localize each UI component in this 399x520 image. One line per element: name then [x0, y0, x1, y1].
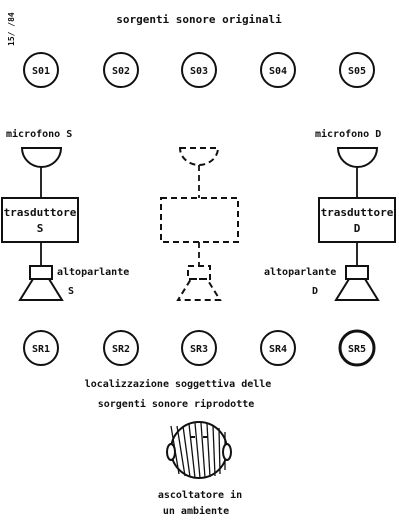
source-circle: [260, 52, 296, 88]
right-speaker-label: altoparlante: [264, 267, 336, 278]
original-source-3: S03: [181, 52, 217, 88]
source-circle: [181, 52, 217, 88]
left-microphone-label: microfono S: [6, 128, 72, 140]
source-circle: [23, 52, 59, 88]
source-label: S02: [112, 66, 130, 77]
source-label: SR1: [32, 344, 50, 355]
left-speaker-side: S: [68, 286, 74, 297]
source-circle: [338, 329, 376, 367]
left-speaker-magnet: [29, 265, 53, 280]
side-note: 15/ /84: [7, 12, 16, 46]
source-label: S03: [190, 66, 208, 77]
source-label: S01: [32, 66, 50, 77]
left-chain: microfono S trasduttore S altoparlante S: [1, 128, 129, 301]
right-microphone-label: microfono D: [315, 128, 381, 140]
source-circle: [103, 52, 139, 88]
reproduced-source-4: SR4: [260, 330, 296, 366]
left-speaker-label: altoparlante: [57, 267, 129, 278]
source-circle: [260, 330, 296, 366]
listener-caption-line-1: ascoltatore in: [158, 489, 242, 501]
left-speaker-icon: [18, 278, 64, 301]
right-transducer-label: trasduttore: [321, 206, 394, 219]
phantom-transducer-box: [160, 197, 239, 243]
source-label: SR3: [190, 344, 208, 355]
listener-caption-line-2: un ambiente: [163, 505, 229, 517]
source-label: SR2: [112, 344, 130, 355]
right-speaker-side: D: [312, 286, 318, 297]
reproduced-sources-row: SR1 SR2 SR3 SR4 SR5: [23, 329, 376, 367]
right-microphone-icon: [336, 147, 379, 168]
right-chain: microfono D trasduttore D altoparlante D: [264, 128, 396, 301]
source-label: S04: [269, 66, 287, 77]
source-label: SR5: [348, 344, 366, 355]
reproduced-source-1: SR1: [23, 330, 59, 366]
left-transducer-box: [1, 197, 79, 243]
left-microphone-icon: [20, 147, 63, 168]
phantom-microphone-icon: [178, 147, 220, 166]
right-transducer-side: D: [354, 222, 361, 235]
reproduced-source-5: SR5: [338, 329, 376, 367]
original-source-5: S05: [339, 52, 375, 88]
source-label: S05: [348, 66, 366, 77]
original-source-4: S04: [260, 52, 296, 88]
left-transducer-side: S: [37, 222, 44, 235]
source-circle: [181, 330, 217, 366]
right-speaker-icon: [334, 278, 380, 301]
caption-line-1: localizzazione soggettiva delle: [85, 378, 272, 390]
caption-line-2: sorgenti sonore riprodotte: [98, 398, 255, 410]
original-sources-row: S01 S02 S03 S04 S05: [23, 52, 375, 88]
phantom-center-chain: [160, 147, 239, 301]
reproduced-source-2: SR2: [103, 330, 139, 366]
phantom-speaker-icon: [176, 278, 222, 301]
left-transducer-label: trasduttore: [4, 206, 77, 219]
listener-head-icon: [166, 421, 232, 479]
right-speaker-magnet: [345, 265, 369, 280]
source-circle: [103, 330, 139, 366]
source-circle: [339, 52, 375, 88]
original-source-1: S01: [23, 52, 59, 88]
phantom-speaker-magnet: [187, 265, 211, 280]
source-label: SR4: [269, 344, 287, 355]
original-source-2: S02: [103, 52, 139, 88]
source-circle: [23, 330, 59, 366]
reproduced-source-3: SR3: [181, 330, 217, 366]
right-transducer-box: [318, 197, 396, 243]
original-sources-header: sorgenti sonore originali: [116, 13, 282, 26]
